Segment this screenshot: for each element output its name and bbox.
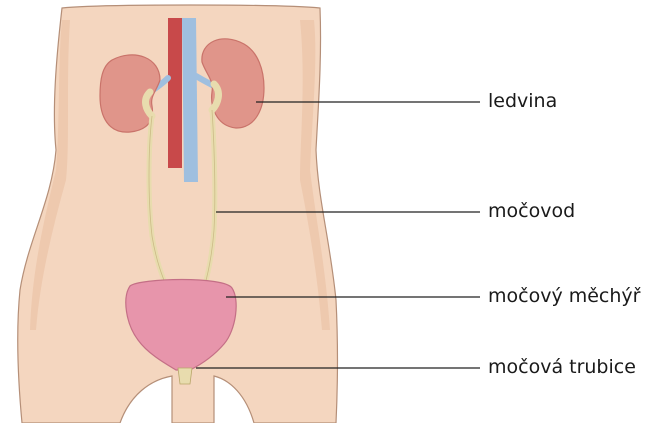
label-bladder: močový měchýř <box>488 285 640 307</box>
aorta <box>168 18 182 168</box>
label-urethra: močová trubice <box>488 356 636 378</box>
vena-cava <box>182 18 198 182</box>
label-ureter: močovod <box>488 200 575 222</box>
urethra <box>178 368 192 384</box>
label-kidney: ledvina <box>488 90 557 112</box>
